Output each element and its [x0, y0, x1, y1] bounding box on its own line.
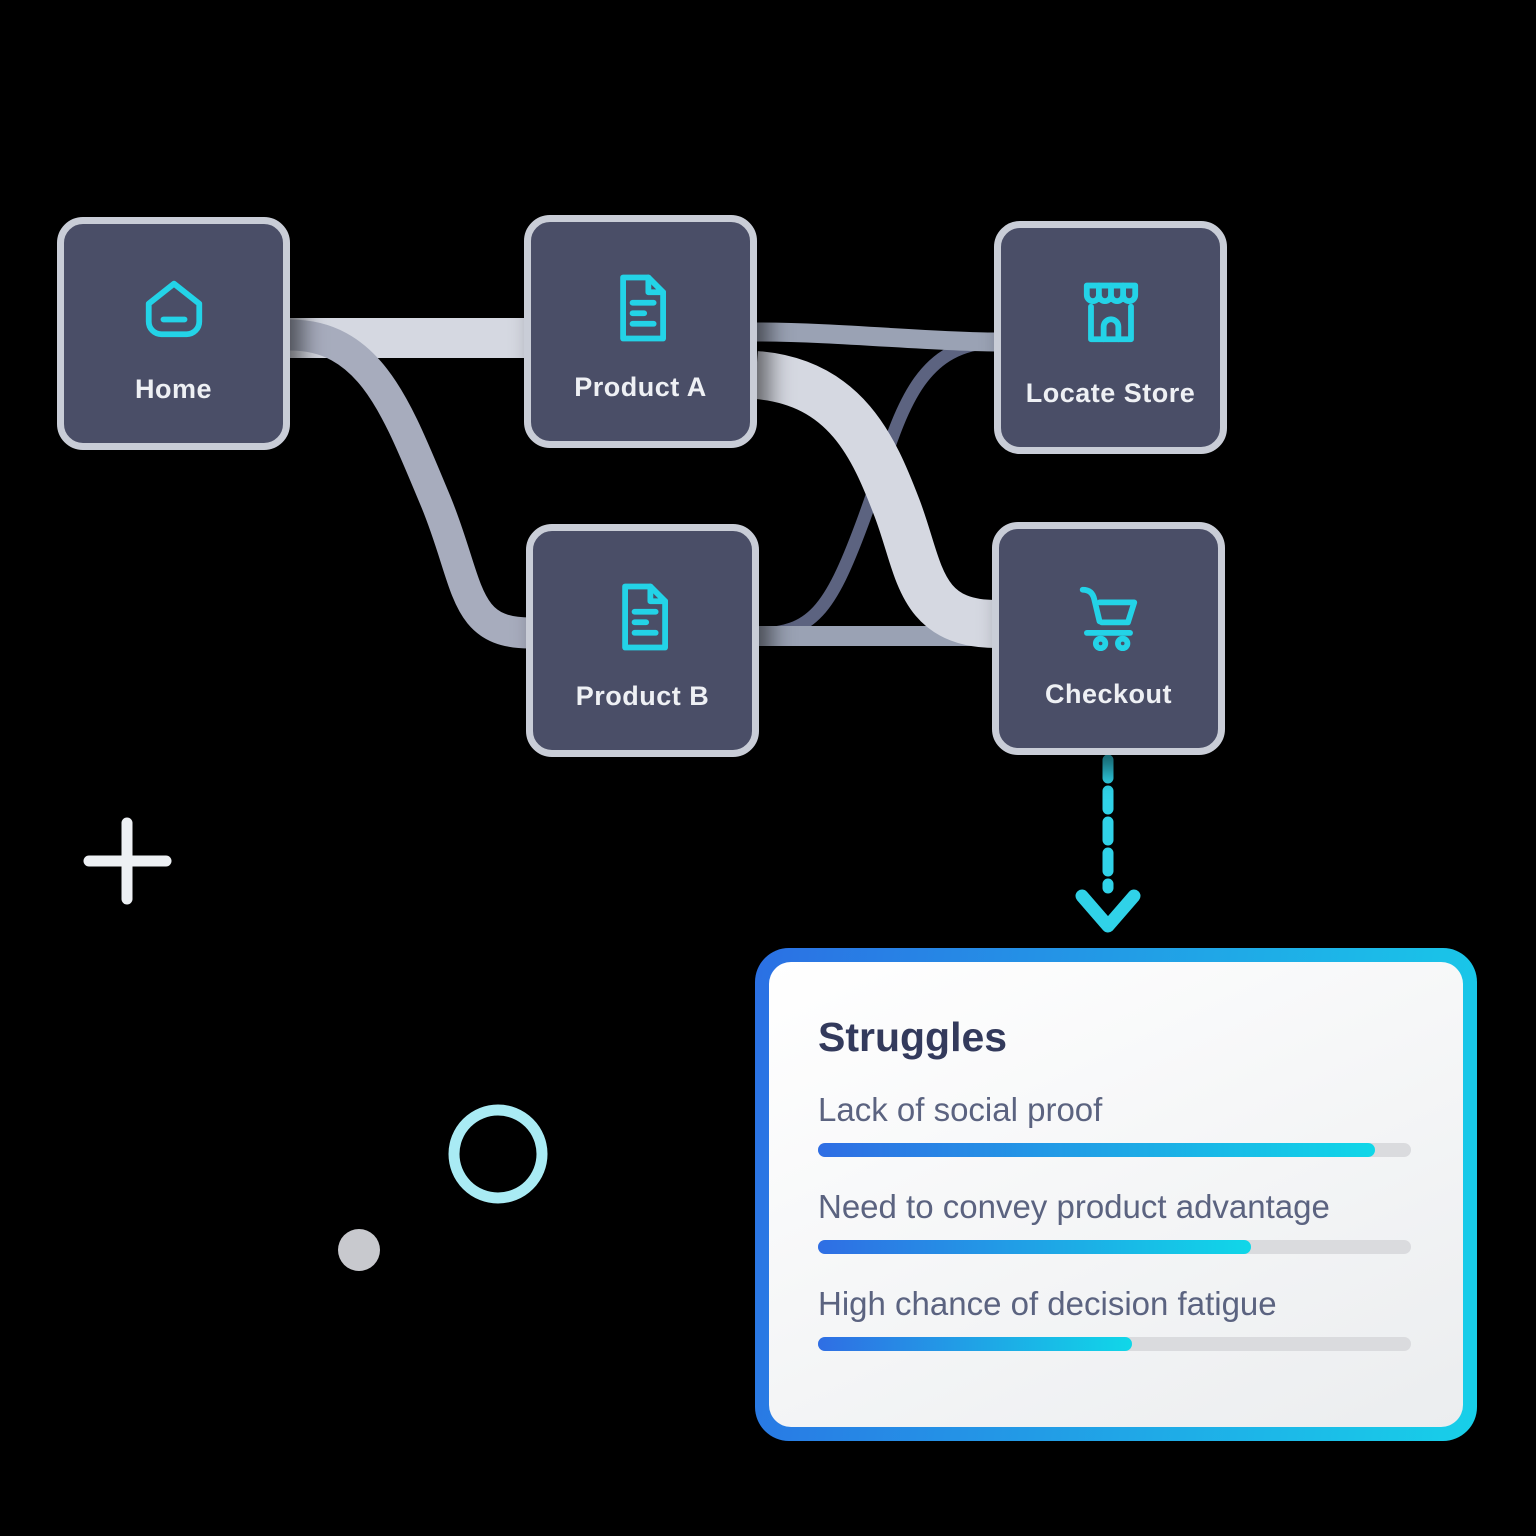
store-icon	[1083, 282, 1138, 343]
progress-fill	[818, 1240, 1251, 1254]
node-product-b[interactable]: Product B	[526, 524, 759, 757]
progress-track	[818, 1337, 1411, 1351]
connection-home-productb	[289, 319, 531, 649]
dot-icon	[338, 1229, 380, 1271]
node-product-a[interactable]: Product A	[524, 215, 757, 448]
ring-icon	[448, 1104, 548, 1204]
struggle-item: Need to convey product advantage	[818, 1188, 1411, 1254]
node-label: Product A	[574, 372, 707, 402]
plus-icon	[1313, 88, 1394, 168]
struggles-card-body: Struggles Lack of social proof Need to c…	[769, 962, 1463, 1427]
plus-icon	[83, 817, 172, 905]
node-label: Product B	[575, 681, 710, 711]
node-label: Checkout	[1044, 679, 1173, 709]
struggles-card: Struggles Lack of social proof Need to c…	[755, 948, 1477, 1441]
struggle-item: High chance of decision fatigue	[818, 1285, 1411, 1351]
connection-producta-checkout	[753, 351, 997, 648]
node-checkout[interactable]: Checkout	[992, 522, 1225, 755]
struggle-item: Lack of social proof	[818, 1091, 1411, 1157]
struggle-label: High chance of decision fatigue	[818, 1285, 1277, 1322]
connection-productb-locatestore	[755, 335, 997, 641]
node-label: Home	[134, 374, 212, 404]
progress-track	[818, 1240, 1411, 1254]
document-icon	[621, 583, 668, 651]
struggle-label: Need to convey product advantage	[818, 1188, 1330, 1225]
home-icon	[145, 280, 202, 338]
connection-producta-locatestore	[755, 322, 997, 352]
node-locate-store[interactable]: Locate Store	[994, 221, 1227, 454]
cart-icon	[1079, 586, 1137, 652]
progress-fill	[818, 1337, 1133, 1351]
arrowhead-down-icon	[1075, 889, 1141, 933]
node-label: Locate Store	[1025, 378, 1196, 408]
progress-track	[818, 1143, 1411, 1157]
document-icon	[619, 274, 666, 342]
node-home[interactable]: Home	[57, 217, 290, 450]
struggle-label: Lack of social proof	[818, 1091, 1103, 1128]
progress-fill	[818, 1143, 1376, 1157]
card-title: Struggles	[818, 1014, 1008, 1060]
